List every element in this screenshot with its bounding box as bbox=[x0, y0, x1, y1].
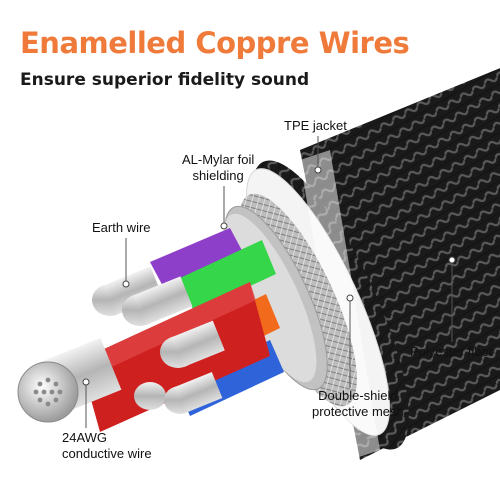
label-double-shield-mesh: Double-shield protective mesh bbox=[312, 388, 404, 419]
label-earth-wire: Earth wire bbox=[92, 220, 151, 235]
label-conductive-wire: 24AWG conductive wire bbox=[62, 430, 152, 461]
wire-purple bbox=[150, 228, 246, 292]
main-conductor-end bbox=[17, 361, 79, 423]
label-tpe-jacket: TPE jacket bbox=[284, 118, 347, 133]
wire-green bbox=[180, 240, 276, 312]
page-title: Enamelled Coppre Wires bbox=[20, 26, 410, 60]
page-subtitle: Ensure superior fidelity sound bbox=[20, 70, 310, 90]
conductors bbox=[17, 266, 225, 423]
label-polyester-fiber: Polyester fiber bbox=[410, 344, 494, 359]
label-al-mylar-foil: AL-Mylar foil shielding bbox=[182, 152, 255, 183]
pointer-lines bbox=[85, 136, 453, 428]
pointer-dots bbox=[82, 166, 456, 386]
